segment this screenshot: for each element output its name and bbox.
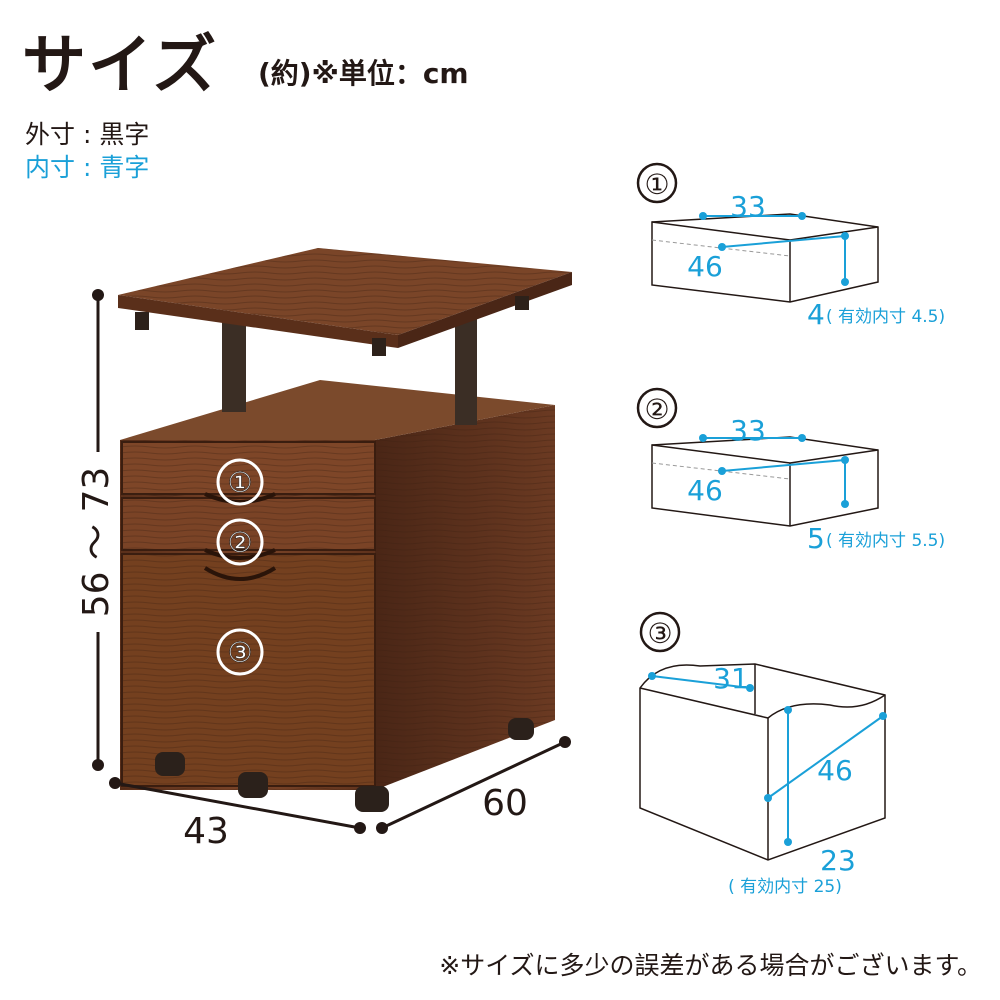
drawer-3-width: 31 bbox=[713, 662, 749, 695]
drawer-marks: ① ② ③ bbox=[216, 458, 264, 676]
footer-note: ※サイズに多少の誤差がある場合がございます。 bbox=[439, 951, 982, 980]
drawer-2-depth: 46 bbox=[687, 474, 723, 507]
drawer-mark-1: ① bbox=[227, 466, 252, 499]
drawer-3-depth: 46 bbox=[817, 754, 853, 787]
drawer-1-effective: ( 有効内寸 4.5) bbox=[826, 307, 945, 327]
drawer-3-effective: ( 有効内寸 25) bbox=[728, 877, 842, 897]
drawer-2-mark: ② bbox=[644, 393, 669, 426]
page-title: サイズ bbox=[22, 29, 219, 103]
drawer-2-effective: ( 有効内寸 5.5) bbox=[826, 531, 945, 551]
drawer-3-height: 23 bbox=[820, 844, 856, 877]
drawer-3-diagram: ③ 31 46 23 ( 有効内寸 25) bbox=[639, 611, 887, 897]
drawer-1-depth: 46 bbox=[687, 250, 723, 283]
legend-inner: 内寸 : 青字 bbox=[25, 153, 150, 182]
side-wagon bbox=[118, 248, 572, 812]
drawer-mark-2: ② bbox=[227, 526, 252, 559]
unit-note: (約)※単位：cm bbox=[258, 57, 469, 90]
drawer-1-diagram: ① 33 46 4 ( 有効内寸 4.5) bbox=[636, 162, 945, 331]
height-label: 56 〜 73 bbox=[76, 467, 117, 618]
drawer-3-mark: ③ bbox=[647, 617, 672, 650]
legend-outer: 外寸 : 黒字 bbox=[25, 120, 150, 149]
drawer-2-width: 33 bbox=[730, 414, 766, 447]
drawer-1-height: 4 bbox=[807, 298, 825, 331]
drawer-2-height: 5 bbox=[807, 522, 825, 555]
drawer-2-diagram: ② 33 46 5 ( 有効内寸 5.5) bbox=[636, 387, 945, 555]
drawer-1-width: 33 bbox=[730, 190, 766, 223]
width-label: 43 bbox=[183, 811, 229, 852]
depth-label: 60 bbox=[482, 783, 528, 824]
drawer-mark-3: ③ bbox=[227, 636, 252, 669]
drawer-1-mark: ① bbox=[644, 168, 669, 201]
